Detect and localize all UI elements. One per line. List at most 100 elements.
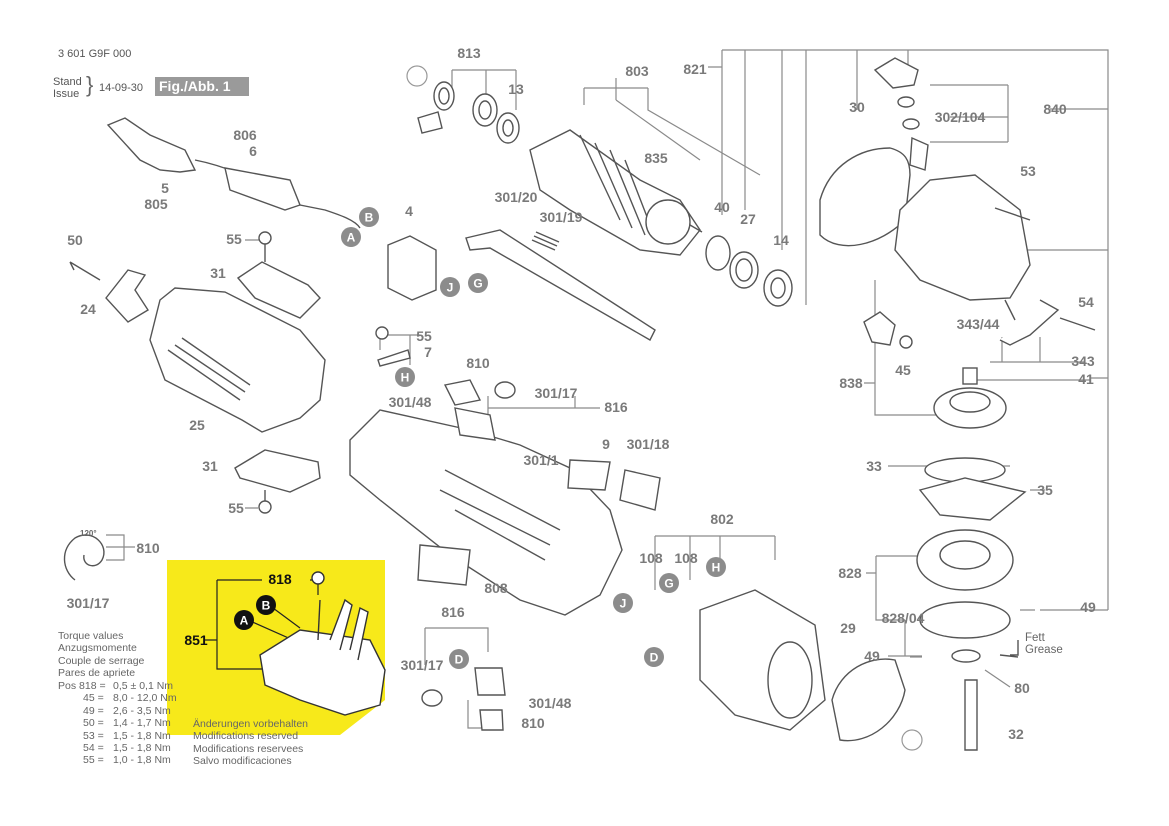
ref-circle-letter: J	[447, 281, 454, 295]
part-label-805: 805	[144, 196, 168, 212]
part-label-816a: 816	[604, 399, 628, 415]
part-label-108b: 108	[674, 550, 698, 566]
part-label-55b: 55	[416, 328, 432, 344]
part-label-9: 9	[602, 436, 610, 452]
ref-circle-letter: D	[455, 653, 464, 667]
torque-pos: 45 =	[83, 692, 104, 705]
part-label-13: 13	[508, 81, 524, 97]
part-label-55c: 55	[228, 500, 244, 516]
ref-circle-B2: B	[256, 595, 276, 615]
part-label-301-48a: 301/48	[389, 394, 432, 410]
cap-bottom-drawing	[234, 449, 321, 493]
part-label-828: 828	[838, 565, 862, 581]
ref-circle-letter: G	[664, 577, 673, 591]
part-label-50: 50	[67, 232, 83, 248]
part-label-49b: 49	[864, 648, 880, 664]
torque-pos: 55 =	[83, 754, 104, 767]
ref-circle-shape	[341, 227, 361, 247]
ref-circle-letter: B	[262, 599, 271, 613]
ref-circle-shape	[706, 557, 726, 577]
part-label-810c: 810	[521, 715, 545, 731]
part-label-31b: 31	[202, 458, 218, 474]
cap-top-drawing	[236, 261, 321, 319]
part-label-31a: 31	[210, 265, 226, 281]
part-label-29: 29	[840, 620, 856, 636]
ref-circle-shape	[644, 647, 664, 667]
cord-plug-drawing	[106, 117, 197, 173]
ref-circle-letter: B	[365, 211, 374, 225]
part-label-835: 835	[644, 150, 668, 166]
ref-circle-letter: A	[413, 70, 422, 84]
part-label-41: 41	[1078, 371, 1094, 387]
torque-line-en: Torque values	[58, 630, 124, 642]
stand-label: Stand	[53, 76, 82, 88]
switch-drawing	[387, 235, 437, 301]
wheel-guard-drawing	[819, 147, 911, 247]
part-label-818: 818	[268, 571, 292, 587]
grease-line-de: Fett	[1025, 632, 1045, 644]
part-label-7: 7	[424, 344, 432, 360]
brace-icon: }	[86, 72, 94, 97]
ref-circle-letter: J	[620, 597, 627, 611]
ref-circle-shape	[395, 367, 415, 387]
torque-pos: 49 =	[83, 704, 104, 717]
part-label-808: 808	[484, 580, 508, 596]
part-label-6: 6	[249, 143, 257, 159]
torque-row: 53 = 1,5 - 1,8 Nm	[58, 730, 178, 742]
torque-value: 1,4 - 1,7 Nm	[113, 717, 171, 730]
modifications-de: Änderungen vorbehalten	[193, 718, 309, 730]
torque-heading: Torque values Anzugsmomente Couple de se…	[58, 630, 144, 680]
part-label-14: 14	[773, 232, 789, 248]
modifications-fr: Modifications reservees	[193, 742, 304, 755]
ref-circle-shape	[901, 729, 923, 751]
ref-circle-shape	[449, 649, 469, 669]
ref-circle-J2: J	[613, 593, 633, 613]
part-label-301-18: 301/18	[627, 436, 670, 452]
part-label-5: 5	[161, 180, 169, 196]
part-label-53: 53	[1020, 163, 1036, 179]
torque-line-fr: Couple de serrage	[58, 654, 145, 667]
part-label-40: 40	[714, 199, 730, 215]
issue-label: Issue	[53, 88, 80, 100]
part-label-24: 24	[80, 301, 96, 317]
grease-line-en: Grease	[1025, 644, 1063, 657]
part-label-828-04: 828/04	[882, 610, 925, 626]
part-label-816b: 816	[441, 604, 465, 620]
ref-circle-A4: A	[234, 610, 254, 630]
cord-sleeve-drawing	[224, 167, 301, 211]
motor-housing-drawing	[149, 287, 326, 433]
part-label-840: 840	[1043, 101, 1067, 117]
ref-circle-shape	[468, 273, 488, 293]
torque-pos: 50 =	[83, 717, 104, 730]
part-label-4: 4	[405, 203, 413, 219]
torque-row: 50 = 1,4 - 1,7 Nm	[58, 717, 178, 729]
torque-row: 55 = 1,0 - 1,8 Nm	[58, 754, 178, 766]
part-label-821: 821	[683, 61, 707, 77]
torque-line-es: Pares de apriete	[58, 667, 136, 680]
ref-circle-shape	[440, 277, 460, 297]
ref-circle-J1: J	[440, 277, 460, 297]
part-label-803: 803	[625, 63, 649, 79]
ref-circle-letter: H	[401, 371, 410, 385]
torque-value: 1,0 - 1,8 Nm	[113, 754, 171, 767]
ref-circle-G1: G	[468, 273, 488, 293]
ref-circle-G2: G	[659, 573, 679, 593]
ref-circle-letter: D	[650, 651, 659, 665]
ref-circle-B1: B	[359, 207, 379, 227]
part-label-343: 343	[1071, 353, 1095, 369]
torque-row: Pos 818 = 0,5 ± 0,1 Nm	[58, 680, 178, 692]
modifications-es: Salvo modificaciones	[193, 755, 292, 768]
ref-circle-shape	[234, 610, 254, 630]
part-label-27: 27	[740, 211, 756, 227]
part-label-810a: 810	[466, 355, 490, 371]
ref-circle-letter: A	[240, 614, 249, 628]
part-label-343-44: 343/44	[957, 316, 1000, 332]
part-label-851: 851	[184, 632, 208, 648]
figure-badge: Fig./Abb. 1	[155, 77, 249, 96]
ref-circle-D2: D	[644, 647, 664, 667]
torque-pos: 53 =	[83, 729, 104, 742]
ref-circle-shape	[659, 573, 679, 593]
ref-circle-H2: H	[706, 557, 726, 577]
part-label-49a: 49	[1080, 599, 1096, 615]
